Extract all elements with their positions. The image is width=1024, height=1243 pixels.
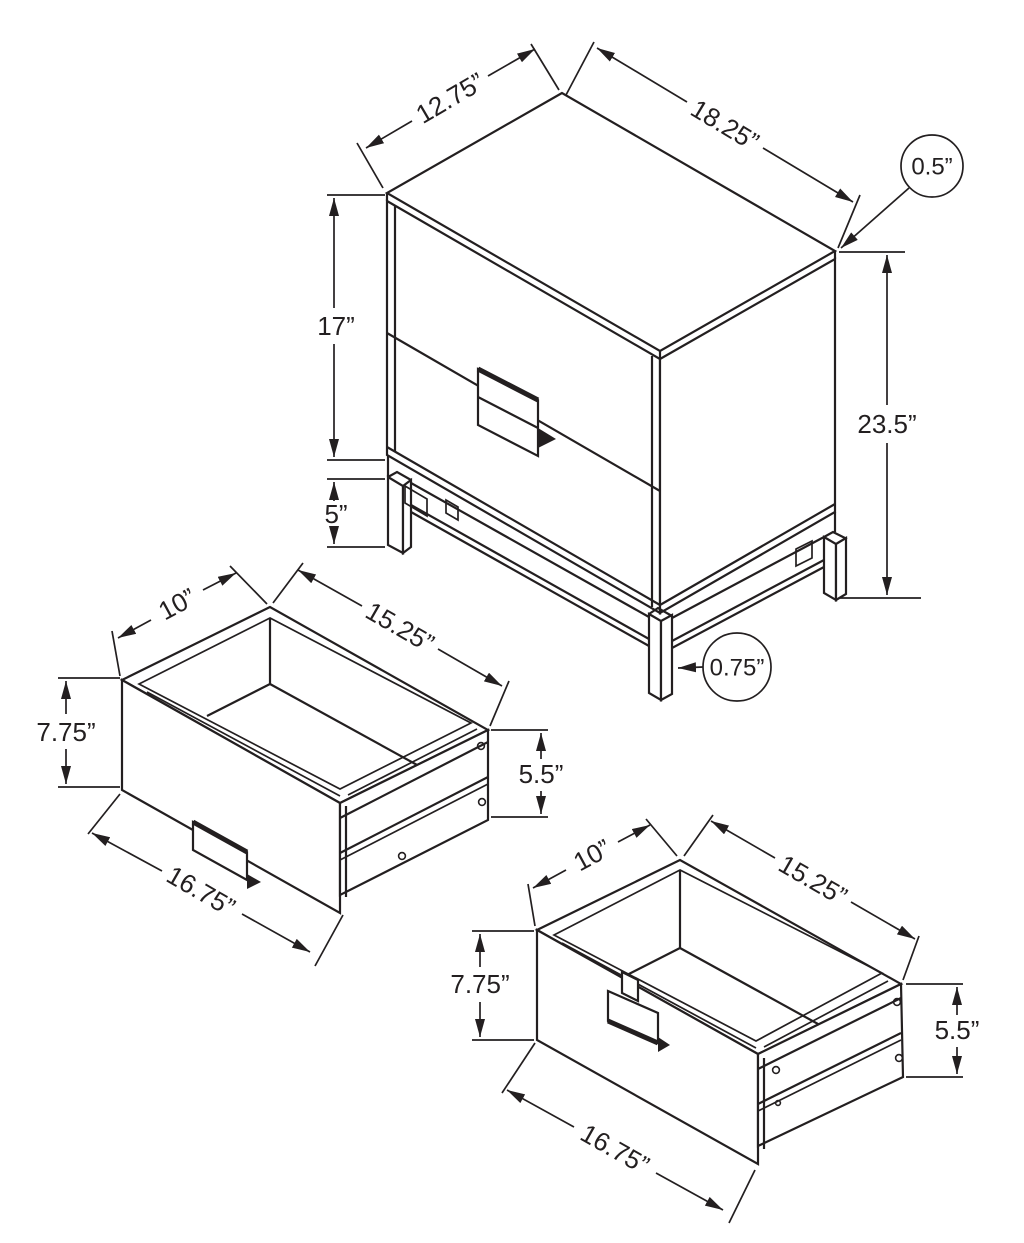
drawer-right-front <box>535 928 760 1166</box>
dim-drawer-left-box-height: 5.5” <box>491 729 564 818</box>
dim-top-thickness-callout: 0.5” <box>840 134 964 249</box>
dim-label-top-depth: 12.75” <box>411 66 490 129</box>
drawer-left-side <box>338 728 490 897</box>
dim-label-drawer-right-width: 15.25” <box>774 849 853 912</box>
dim-label-leg-thickness: 0.75” <box>710 655 765 682</box>
dim-label-drawer-left-front-height: 7.75” <box>36 717 95 747</box>
dim-cabinet-height: 17” <box>317 194 385 461</box>
dim-label-drawer-right-front-width: 16.75” <box>576 1118 655 1180</box>
dim-label-leg-height: 5” <box>324 499 347 529</box>
dim-drawer-left-front-height: 7.75” <box>36 677 120 788</box>
dim-drawer-right-box-height: 5.5” <box>906 983 980 1078</box>
dim-label-drawer-left-depth: 10” <box>153 582 200 626</box>
dim-label-drawer-left-width: 15.25” <box>361 596 440 659</box>
dim-leg-thickness-callout: 0.75” <box>677 632 772 702</box>
dim-label-cabinet-height: 17” <box>317 311 355 341</box>
drawer-right-view: 10” 15.25” 7.75” 5.5” 16 <box>450 814 980 1224</box>
drawer-left-view: 10” 15.25” 7.75” 5.5” 16 <box>36 562 564 967</box>
dim-overall-height: 23.5” <box>839 251 921 599</box>
nightstand-view: 12.75” 18.25” 0.5” 17” <box>317 41 964 702</box>
dim-label-overall-height: 23.5” <box>857 409 916 439</box>
dim-label-top-width: 18.25” <box>686 93 765 157</box>
drawer-right-side <box>756 982 905 1148</box>
dim-label-drawer-left-box-height: 5.5” <box>519 759 564 789</box>
dim-label-drawer-right-box-height: 5.5” <box>935 1015 980 1045</box>
dim-label-drawer-right-front-height: 7.75” <box>450 969 509 999</box>
drawer-left-front <box>120 678 342 915</box>
dim-leg-height: 5” <box>324 478 385 548</box>
dim-label-drawer-right-depth: 10” <box>568 833 615 877</box>
nightstand-base-frame <box>386 455 848 702</box>
dim-drawer-right-front-height: 7.75” <box>450 930 534 1041</box>
drawer-right-handle <box>606 970 670 1052</box>
dim-label-top-thickness: 0.5” <box>911 154 952 181</box>
nightstand-handle <box>476 366 556 458</box>
drawer-left-handle <box>191 819 261 889</box>
